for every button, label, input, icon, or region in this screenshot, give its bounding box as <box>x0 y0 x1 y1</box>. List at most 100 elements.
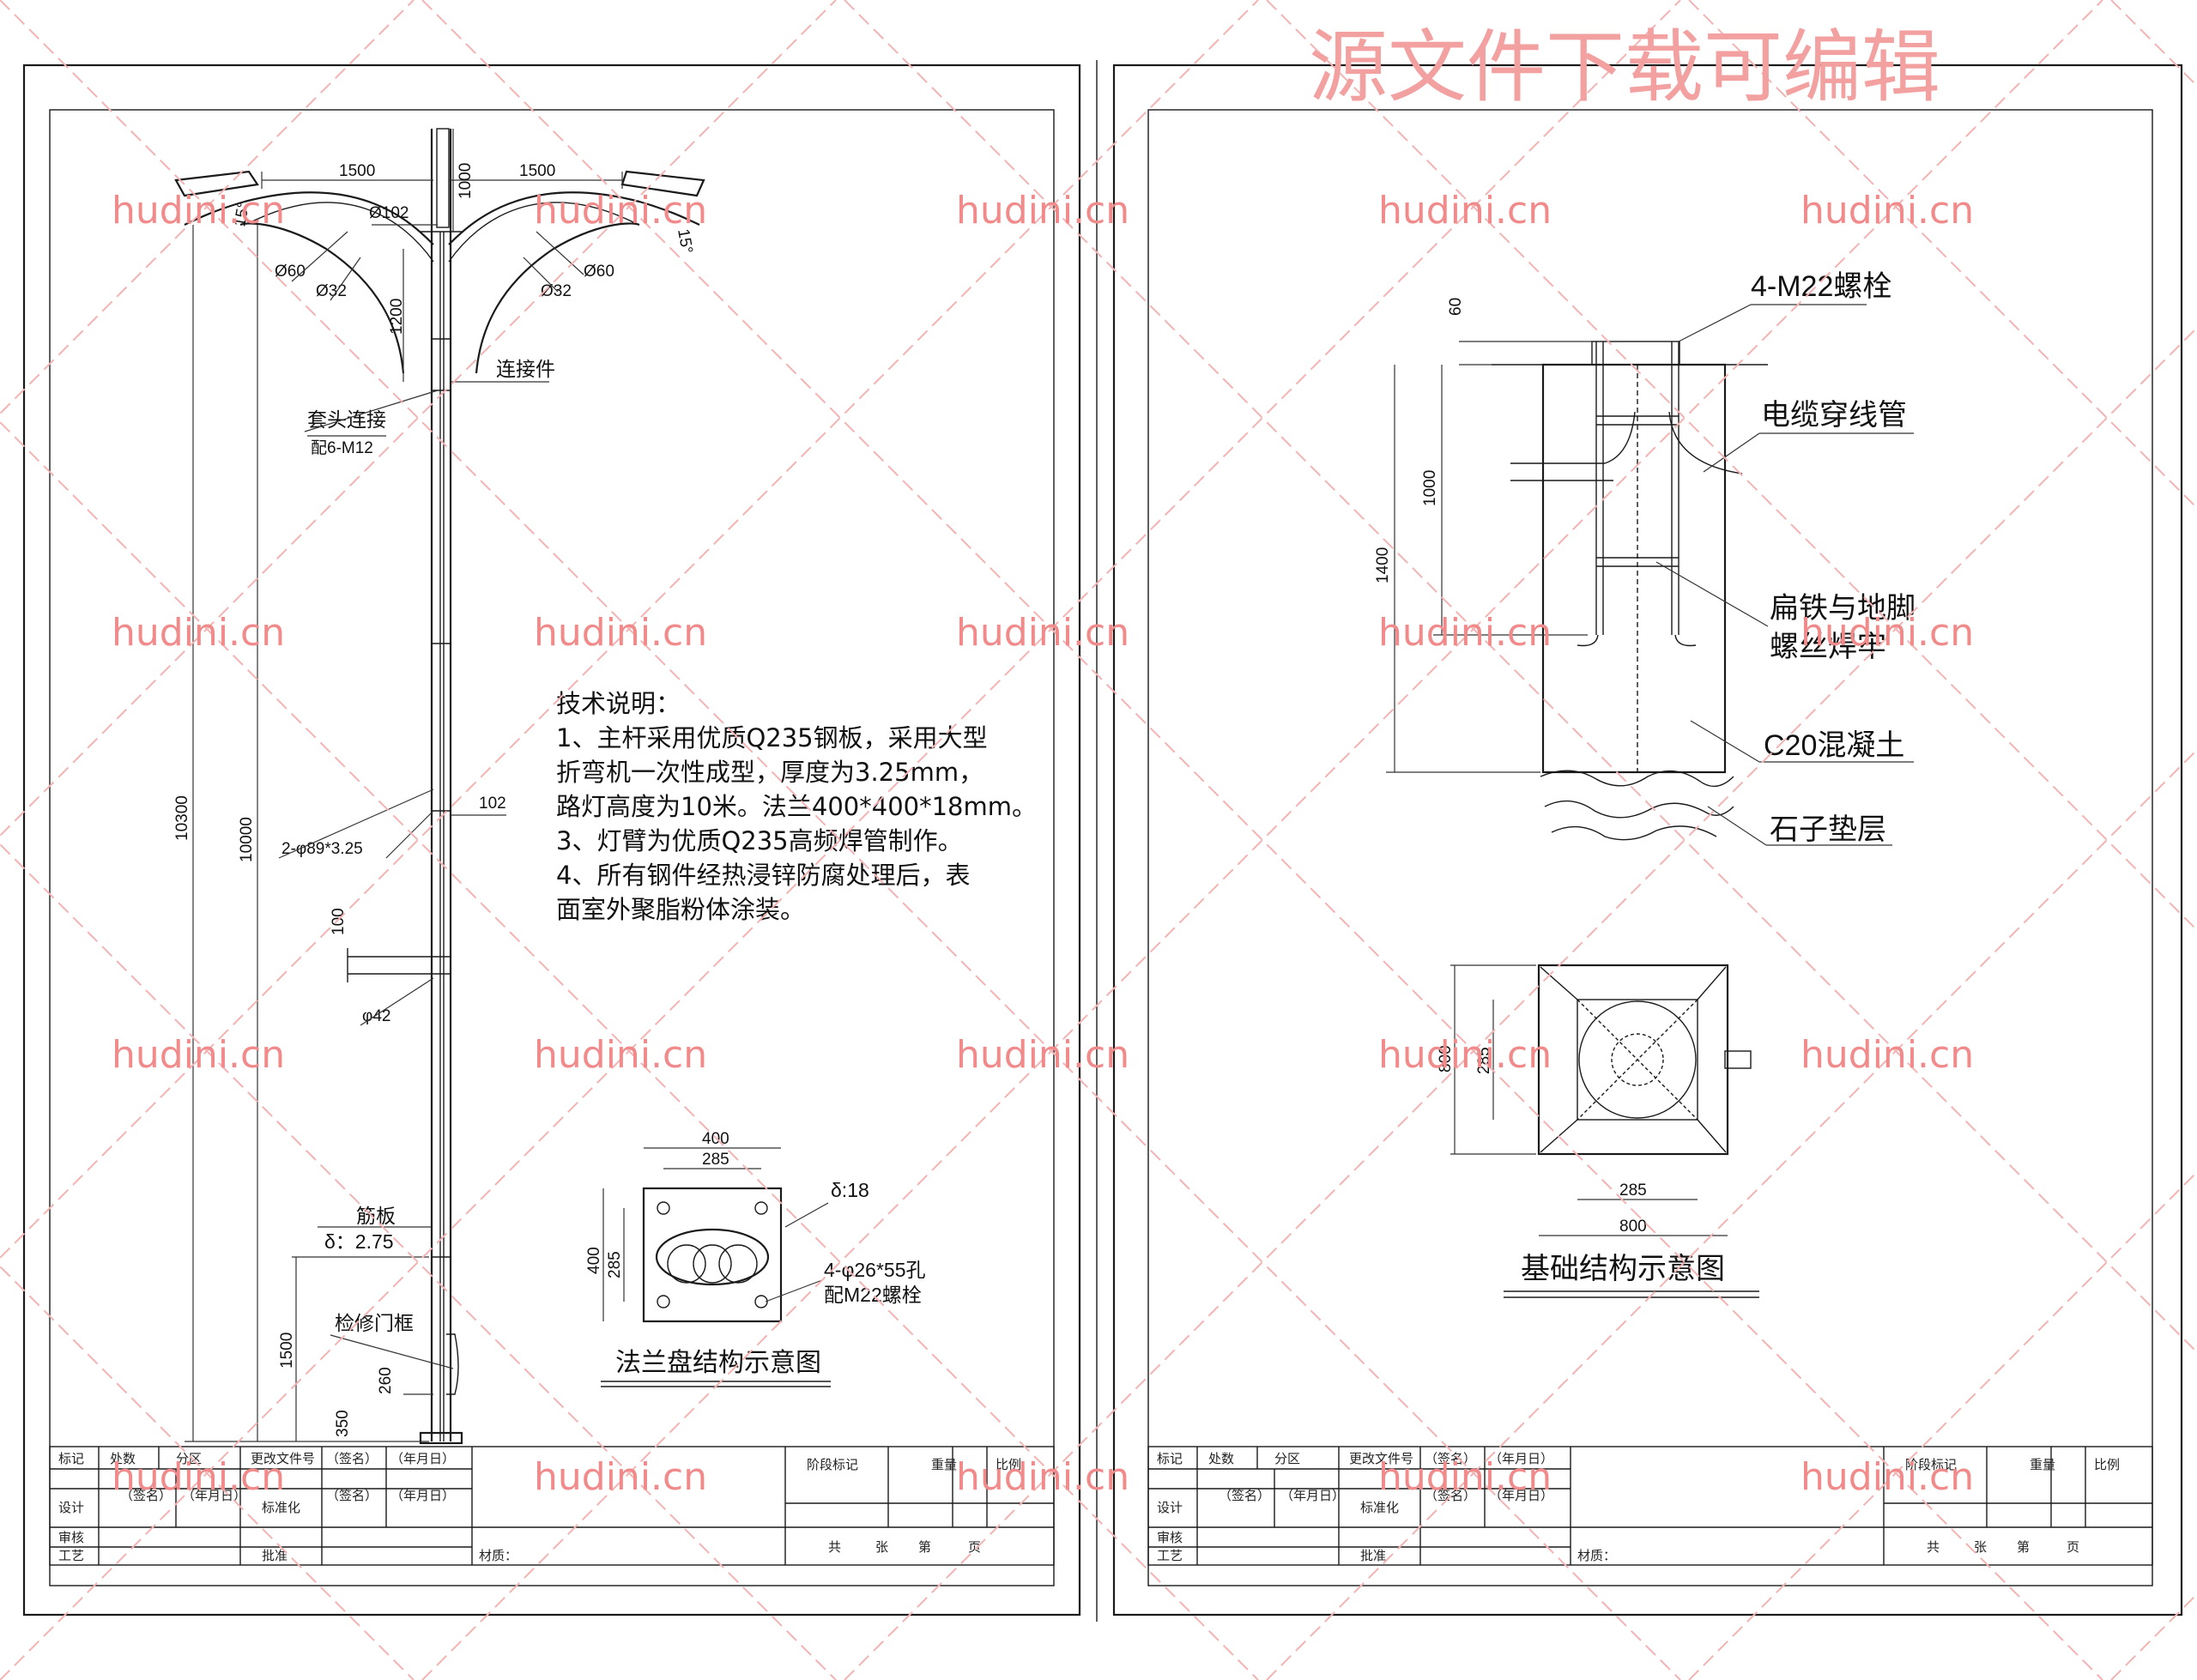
tb-craft: 工艺 <box>58 1549 84 1563</box>
label-door-frame: 检修门框 <box>335 1312 414 1334</box>
tb-change-doc: 更改文件号 <box>1349 1452 1413 1466</box>
dim-spread-right: 1500 <box>519 162 555 180</box>
right-title-block: 标记 处数 分区 更改文件号 （签名） （年月日） 设计 （签名） （年月日） … <box>1147 1446 2153 1566</box>
plan-caption: 基础结构示意图 <box>1521 1253 1725 1285</box>
label-stiffener-thk: δ：2.75 <box>324 1230 394 1253</box>
watermark-site-text: hudini.cn <box>1801 189 1974 233</box>
flange-thickness: δ:18 <box>831 1179 869 1201</box>
tb-design-date: （年月日） <box>1280 1489 1345 1503</box>
pole-labels: 连接件 套头连接 配6-M12 10300 10000 2-φ89*3.25 1… <box>173 225 555 1442</box>
label-flat-iron-1: 扁铁与地脚 <box>1770 592 1916 625</box>
watermark-site-text: hudini.cn <box>1378 1033 1552 1077</box>
watermark-line <box>0 0 415 415</box>
tb-page: 页 <box>968 1540 981 1555</box>
watermark-site-text: hudini.cn <box>534 1033 707 1077</box>
watermark-line <box>421 0 2103 1680</box>
watermark-site-text: hudini.cn <box>112 611 285 655</box>
watermark-site-text: hudini.cn <box>112 1033 285 1077</box>
watermark-line <box>0 0 1259 1260</box>
dim-door-350: 350 <box>334 1410 352 1437</box>
watermark-line <box>1688 0 2197 510</box>
pole-elevation <box>174 128 705 1445</box>
tb-design: 设计 <box>58 1501 84 1515</box>
tb-scale: 比例 <box>2094 1458 2120 1472</box>
flange-plate-diagram: 400 285 400 285 δ:18 4-φ26*55孔 配M22螺栓 法兰… <box>585 1130 925 1387</box>
foundation-plan: 800 285 285 800 基础结构示意图 <box>1437 964 1759 1298</box>
watermark-line <box>2110 0 2197 88</box>
tb-craft: 工艺 <box>1157 1549 1183 1563</box>
flange-width: 400 <box>702 1130 729 1148</box>
tb-standardize: 标准化 <box>1360 1501 1399 1515</box>
tech-notes-title: 技术说明： <box>556 689 681 718</box>
watermark-texts: hudini.cn hudini.cn hudini.cn hudini.cn hudi… <box>112 189 1974 1499</box>
tech-note-line: 面室外聚脂粉体涂装。 <box>556 895 805 924</box>
watermark-site-text: hudini.cn <box>1801 611 1974 655</box>
left-sheet-border <box>22 63 1081 1617</box>
watermark-title: 源文件下载可编辑 <box>1309 21 1940 113</box>
dim-arm-rise: 1000 <box>457 163 475 199</box>
flange-outline <box>642 1187 783 1323</box>
tb-date: （年月日） <box>1489 1452 1553 1466</box>
sheet-borders <box>22 60 2183 1622</box>
tech-notes: 技术说明： 1、主杆采用优质Q235钢板，采用大型 折弯机一次性成型，厚度为3.… <box>556 689 1037 924</box>
dim-spread-left: 1500 <box>339 162 375 180</box>
tb-weight: 重量 <box>931 1458 957 1472</box>
tb-change-doc: 更改文件号 <box>251 1452 315 1466</box>
tech-note-line: 3、灯臂为优质Q235高频焊管制作。 <box>556 826 963 855</box>
watermark-site-text: hudini.cn <box>956 1033 1129 1077</box>
tb-review: 审核 <box>1157 1531 1183 1545</box>
tb-sheets: 张 <box>1974 1540 1987 1555</box>
flange-bolt-span-v: 285 <box>606 1251 624 1278</box>
dim-pole-height: 10000 <box>238 817 256 862</box>
dim-1000: 1000 <box>1421 470 1439 506</box>
tb-stage-mark: 阶段标记 <box>807 1458 858 1472</box>
tech-note-line: 4、所有钢件经热浸锌防腐处理后，表 <box>556 861 970 890</box>
flange-holes: 4-φ26*55孔 <box>824 1259 925 1281</box>
watermark-site-text: hudini.cn <box>534 1455 707 1499</box>
foundation-section <box>1492 341 1768 841</box>
dim-gap-100: 100 <box>330 908 348 935</box>
watermark-site-text: hudini.cn <box>1378 611 1552 655</box>
dim-1400: 1400 <box>1374 547 1392 583</box>
tb-material: 材质： <box>479 1549 517 1563</box>
dim-tilt-left: 15° <box>231 201 253 228</box>
right-sheet-border <box>1112 63 2183 1617</box>
label-anchor-bolts: 4-M22螺栓 <box>1751 270 1891 303</box>
tb-zone: 分区 <box>1274 1452 1300 1466</box>
dim-800-h: 800 <box>1619 1218 1647 1236</box>
tb-design-sign: （签名） <box>1219 1489 1270 1503</box>
tb-standardize: 标准化 <box>262 1501 300 1515</box>
tech-note-line: 1、主杆采用优质Q235钢板，采用大型 <box>556 723 988 752</box>
dim-285-h: 285 <box>1619 1181 1647 1200</box>
tech-note-line: 路灯高度为10米。法兰400*400*18mm。 <box>556 792 1037 821</box>
watermark-line <box>2110 1592 2197 1680</box>
dim-60: 60 <box>1447 298 1465 316</box>
tb-std-date: （年月日） <box>390 1489 455 1503</box>
flange-caption: 法兰盘结构示意图 <box>615 1349 821 1377</box>
tb-std-date: （年月日） <box>1489 1489 1553 1503</box>
plan-outline <box>1537 964 1729 1156</box>
watermark-line <box>1688 1170 2197 1680</box>
concrete-block <box>1541 363 1727 774</box>
tb-page: 页 <box>2067 1540 2079 1555</box>
flange-holes-bolts: 配M22螺栓 <box>824 1284 922 1306</box>
watermark-line <box>844 0 2197 1354</box>
dim-d60-right: Ø60 <box>584 263 614 281</box>
watermark-line <box>844 326 2197 1680</box>
flange-height: 400 <box>585 1247 603 1274</box>
tb-material: 材质： <box>1577 1549 1616 1563</box>
label-pipe-dim: 102 <box>479 795 506 813</box>
tb-stage-mark: 阶段标记 <box>1905 1458 1957 1472</box>
tb-design: 设计 <box>1157 1501 1183 1515</box>
tb-total: 共 <box>828 1540 841 1555</box>
tb-std-sign: （签名） <box>326 1489 378 1503</box>
flange-bolt-span: 285 <box>702 1151 729 1169</box>
watermark-site-text: hudini.cn <box>1378 1455 1552 1499</box>
tb-weight: 重量 <box>2030 1458 2055 1472</box>
tb-scale: 比例 <box>996 1458 1021 1472</box>
watermark-site-text: hudini.cn <box>956 189 1129 233</box>
tb-count: 处数 <box>1208 1452 1234 1466</box>
label-pipe-spec: 2-φ89*3.25 <box>281 840 363 858</box>
watermark-site-text: hudini.cn <box>112 1455 285 1499</box>
